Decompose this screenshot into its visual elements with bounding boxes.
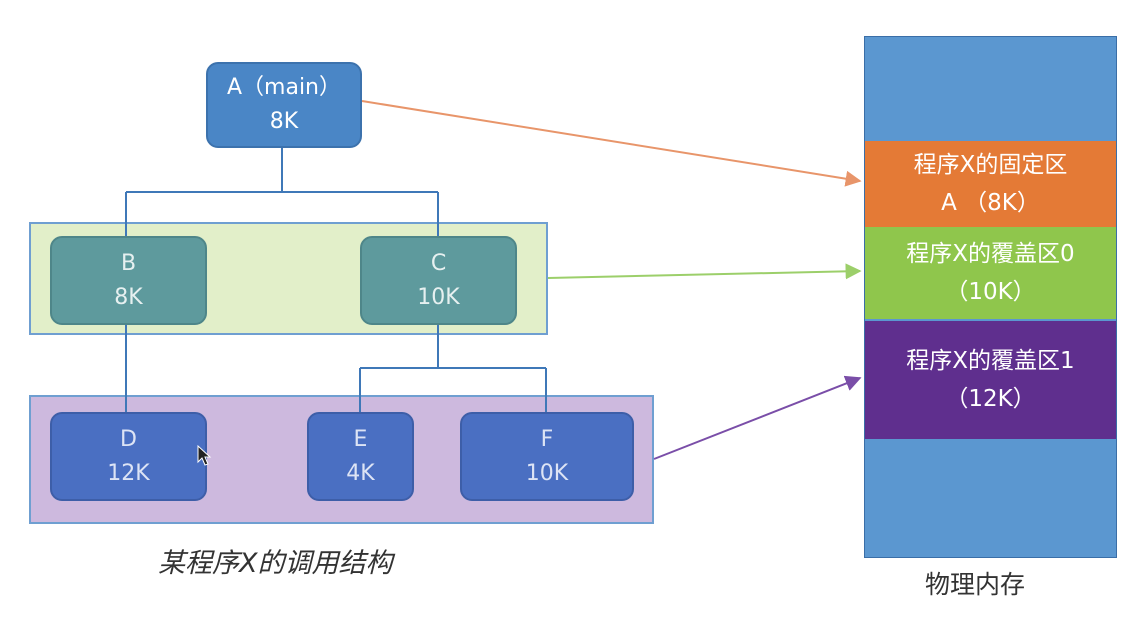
node-c: C 10K — [360, 236, 517, 325]
node-c-size: 10K — [417, 284, 460, 310]
arrow-overlay0-to-block0 — [547, 263, 862, 280]
arrow-overlay1-to-block1 — [653, 375, 862, 460]
memory-overlay0-title: 程序X的覆盖区0 — [906, 241, 1075, 267]
memory-fixed-region: 程序X的固定区 A （8K） — [865, 141, 1116, 227]
physical-memory: 程序X的固定区 A （8K） 程序X的覆盖区0 （10K） 程序X的覆盖区1 （… — [864, 36, 1117, 558]
memory-overlay1-title: 程序X的覆盖区1 — [906, 348, 1075, 374]
node-b-name: B — [120, 250, 137, 276]
memory-overlay1-size: （12K） — [945, 386, 1036, 412]
memory-fixed-size: A （8K） — [941, 190, 1040, 216]
node-e: E 4K — [307, 412, 414, 501]
memory-overlay0-size: （10K） — [945, 279, 1036, 305]
arrow-a-to-fixed — [361, 100, 862, 187]
node-f-size: 10K — [525, 460, 569, 486]
node-f-name: F — [540, 426, 554, 452]
node-b-size: 8K — [114, 284, 143, 310]
node-d: D 12K — [50, 412, 207, 501]
physical-memory-label: 物理内存 — [925, 570, 1026, 599]
node-c-name: C — [430, 250, 447, 276]
memory-overlay0-region: 程序X的覆盖区0 （10K） — [865, 227, 1116, 319]
memory-fixed-title: 程序X的固定区 — [913, 152, 1068, 178]
node-d-size: 12K — [107, 460, 150, 486]
node-a-name: A（main） — [226, 75, 342, 100]
call-structure-caption: 某程序X的调用结构 — [158, 548, 393, 579]
node-b: B 8K — [50, 236, 207, 325]
node-a: A（main） 8K — [206, 62, 362, 148]
node-e-size: 4K — [346, 460, 375, 486]
node-f: F 10K — [460, 412, 634, 501]
node-d-name: D — [120, 426, 137, 452]
node-e-name: E — [353, 426, 368, 452]
memory-overlay1-region: 程序X的覆盖区1 （12K） — [865, 321, 1116, 439]
node-a-size: 8K — [269, 109, 299, 134]
